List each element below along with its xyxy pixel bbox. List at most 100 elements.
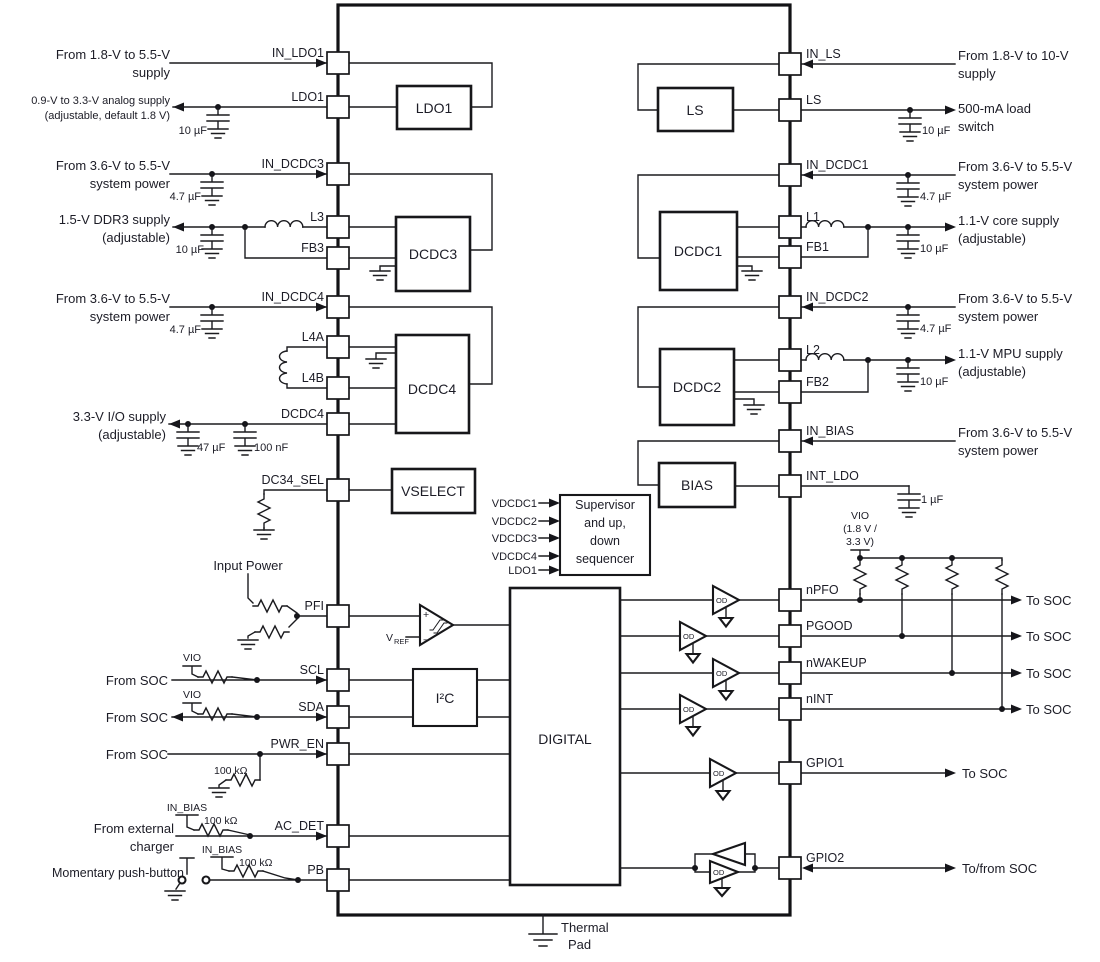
block-supervisor: [558, 493, 652, 577]
pin-label-pwr-en: PWR_EN: [271, 737, 324, 751]
resistor-pullup-npfo: [853, 559, 867, 595]
comparator-minus: −: [423, 635, 429, 646]
resistor-pfi-bottom: [254, 625, 290, 639]
annotation-input-power: Input Power: [213, 558, 283, 573]
pin-l2: [778, 348, 802, 372]
block-dcdc1-label: DCDC1: [674, 243, 722, 259]
supervisor-input-ldo1: LDO1: [508, 565, 537, 577]
pin-gpio2: [778, 856, 802, 880]
annotation-ldo1-out-line1: 0.9-V to 3.3-V analog supply: [31, 95, 170, 107]
vio-rail: [850, 549, 1003, 710]
block-vselect: [390, 467, 477, 515]
cap-label-10uf: 10 µF: [920, 243, 949, 255]
capacitor-dcdc4-4u7: [200, 306, 224, 339]
pin-label-dcdc4: DCDC4: [281, 407, 324, 421]
pin-label-pgood: PGOOD: [806, 619, 853, 633]
supervisor-input-vdcdc1: VDCDC1: [492, 498, 537, 510]
capacitor-l3-10uf: [200, 226, 224, 259]
pin-in-ls: [778, 52, 802, 76]
arrow-sup-in2: [549, 516, 560, 526]
pin-pgood: [778, 624, 802, 648]
supervisor-line1: Supervisor: [575, 498, 635, 512]
junction-dot: [949, 555, 955, 561]
annotation-core-line1: 1.1-V core supply: [958, 213, 1060, 228]
comparator-plus: +: [423, 609, 429, 621]
right-external: From 1.8-V to 10-V supply 500-mA load sw…: [800, 48, 1072, 876]
wires-status-outputs: [800, 599, 1013, 710]
ground-symbol: [237, 639, 259, 650]
pin-label-in-ls: IN_LS: [806, 47, 841, 61]
od-buffer-npfo: [711, 584, 741, 628]
pin-label-in-dcdc4: IN_DCDC4: [261, 290, 324, 304]
ground-symbol: [208, 787, 230, 798]
od-buffer-pgood: [678, 620, 708, 664]
annotation-vio-scl: VIO: [183, 652, 201, 664]
pin-ldo1: [326, 95, 350, 119]
wire-sda: [171, 702, 328, 718]
pin-label-l3: L3: [310, 210, 324, 224]
junction-dot: [752, 865, 758, 871]
supervisor-line2: and up,: [584, 516, 626, 530]
resistor-pullup-nwakeup: [945, 559, 959, 595]
junction-dot: [247, 833, 253, 839]
pin-label-in-dcdc2: IN_DCDC2: [806, 290, 869, 304]
junction-dot: [899, 555, 905, 561]
annotation-in-ls-line2: supply: [958, 66, 996, 81]
pin-label-fb1: FB1: [806, 240, 829, 254]
hysteresis-icon: [429, 619, 448, 634]
input-buffer-gpio2: [709, 841, 747, 867]
annotation-in-dcdc3-line2: system power: [90, 176, 171, 191]
pin-label-l4a: L4A: [302, 330, 325, 344]
ground-symbol: [365, 358, 387, 369]
resistor-dc34sel: [257, 493, 271, 529]
pin-label-npfo: nPFO: [806, 583, 839, 597]
thermal-label-line1: Thermal: [561, 920, 609, 935]
pin-label-l4b: L4B: [302, 371, 324, 385]
pin-in-dcdc3: [326, 162, 350, 186]
wire-pb: [179, 856, 328, 881]
block-vselect-label: VSELECT: [401, 483, 465, 499]
wire-pfi-divider: [247, 573, 328, 639]
pin-ls: [778, 98, 802, 122]
cap-label-10uf: 10 µF: [179, 125, 208, 137]
wire-fb3-return: [244, 226, 328, 259]
thermal-label-line2: Pad: [568, 937, 591, 952]
capacitor-ldo1-10uf: [206, 106, 230, 139]
annotation-in-dcdc4-line1: From 3.6-V to 5.5-V: [56, 291, 170, 306]
pin-label-nwakeup: nWAKEUP: [806, 656, 867, 670]
cap-label-10uf: 10 µF: [922, 125, 951, 137]
block-dcdc2-label: DCDC2: [673, 379, 721, 395]
annotation-to-soc-nint: To SOC: [1026, 702, 1072, 717]
annotation-in-bias-line1: From 3.6-V to 5.5-V: [958, 425, 1072, 440]
wire-dcdc2-loop: [637, 306, 780, 405]
pin-label-pfi: PFI: [305, 599, 324, 613]
arrow-nint: [1011, 704, 1022, 714]
junction-dot: [899, 633, 905, 639]
pin-label-ls: LS: [806, 93, 821, 107]
annotation-vio-line2: (1.8 V /: [843, 523, 877, 535]
pin-label-nint: nINT: [806, 692, 833, 706]
block-dcdc2: [658, 347, 736, 427]
annotation-from-soc-scl: From SOC: [106, 673, 168, 688]
annotation-to-soc-nwakeup: To SOC: [1026, 666, 1072, 681]
pin-label-pb: PB: [307, 863, 324, 877]
capacitor-dcdc1-4u7: [896, 174, 920, 207]
arrow-sup-in4: [549, 551, 560, 561]
capacitor-dcdc3-4u7: [200, 173, 224, 206]
arrow-sup-in3: [549, 533, 560, 543]
supervisor-line4: sequencer: [576, 552, 634, 566]
res-label-100k-pwren: 100 kΩ: [214, 765, 248, 777]
supervisor-input-vdcdc4: VDCDC4: [492, 551, 537, 563]
switch-contact-left: [177, 875, 187, 885]
resistor-pfi-top: [252, 599, 288, 613]
pin-label-ldo1: LDO1: [291, 90, 324, 104]
wire-ls-loop: [637, 63, 780, 111]
pin-in-dcdc2: [778, 295, 802, 319]
capacitor-l2-10uf: [896, 359, 920, 392]
pin-label-fb2: FB2: [806, 375, 829, 389]
pin-scl: [326, 668, 350, 692]
annotation-in-dcdc1-line1: From 3.6-V to 5.5-V: [958, 159, 1072, 174]
wire-ldo1-loop: [348, 62, 493, 108]
annotation-to-from-soc: To/from SOC: [962, 861, 1037, 876]
annotation-in-dcdc2-line2: system power: [958, 309, 1039, 324]
